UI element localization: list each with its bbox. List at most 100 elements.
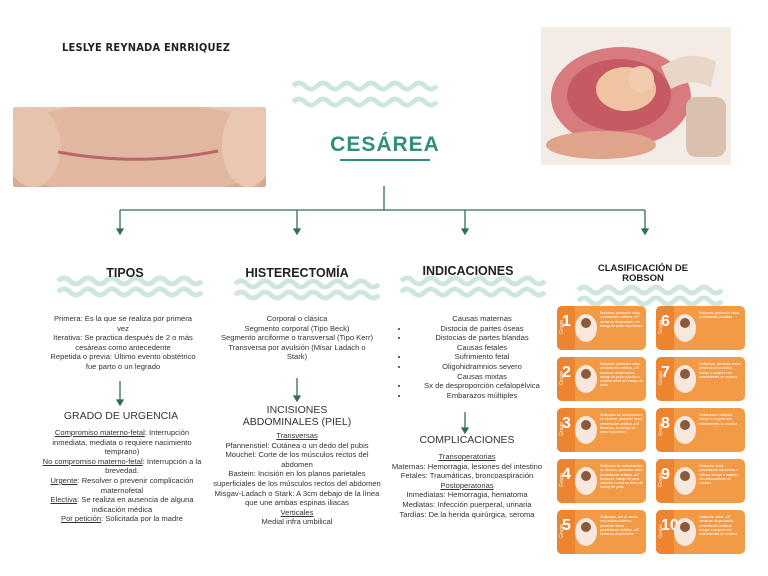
- group-stripe: [656, 408, 674, 452]
- hist-wave-1: [235, 281, 379, 287]
- urgencia-list: Compromiso materno-fetal: Interrupción i…: [42, 428, 202, 524]
- histerectomia-item: Segmento corporal (Tipo Beck): [244, 323, 350, 333]
- robson-wave-1: [578, 287, 722, 293]
- title-wave-2: [293, 99, 437, 105]
- group-label: Grupo: [559, 371, 565, 385]
- incisiones-title: INCISIONES ABDOMINALES (PIEL): [242, 404, 352, 428]
- group-description: Multíparas sin antecedentes de cesárea, …: [600, 413, 644, 435]
- incision-item: Bastein: Incisión en los planos parietal…: [213, 469, 381, 488]
- cesarean-scar-photo: [13, 107, 266, 187]
- scar-illustration: [13, 107, 266, 187]
- group-description: Nulíparas, gestación única, presentación…: [600, 311, 643, 328]
- group-number: 6: [661, 313, 670, 330]
- group-description: Nulíparas, gestación única, presentación…: [699, 311, 740, 320]
- indicacion-item: Oligohidramnios severo: [409, 362, 555, 372]
- pregnant-woman-icon: [575, 518, 597, 546]
- group-stripe: [656, 306, 674, 350]
- indicacion-item: Embarazos múltiples: [409, 391, 555, 401]
- group-number: 5: [562, 517, 571, 534]
- indicacion-group: Causas mixtas: [457, 371, 507, 381]
- incision-item: Pfannenstiel: Cutánea o un dedo del pubi…: [225, 440, 369, 450]
- complicacion-item: Maternas: Hemorragia, lesiones del intes…: [391, 461, 543, 471]
- complicacion-item: Fetales: Traumáticas, broncoaspiración: [400, 471, 534, 481]
- ind-wave-2: [401, 289, 545, 295]
- tipos-item: Iterativa: Se practica después de 2 o má…: [53, 333, 193, 352]
- main-title: CESÁREA: [300, 133, 470, 161]
- indicacion-group: Causas fetales: [456, 342, 508, 352]
- urgencia-title: GRADO DE URGENCIA: [63, 410, 179, 422]
- indicaciones-list: Causas maternas Distocia de partes óseas…: [395, 314, 555, 400]
- pregnant-woman-icon: [575, 467, 597, 495]
- group-description: Multíparas, gestación única, presentació…: [699, 362, 742, 379]
- group-label: Grupo: [559, 320, 565, 334]
- tipos-wave-2: [58, 289, 202, 295]
- incision-item: Misgav-Ladach o Stark: A 3cm debajo de l…: [214, 488, 380, 508]
- pregnant-woman-icon: [575, 365, 597, 393]
- pregnant-woman-icon: [575, 314, 597, 342]
- ind-wave-1: [401, 278, 545, 284]
- histerectomia-title: HISTERECTOMÍA: [245, 266, 349, 280]
- group-number: 1: [562, 313, 571, 330]
- author-name: LESLYE REYNADA ENRRIQUEZ: [62, 41, 231, 54]
- verticales-label: Verticales: [280, 507, 314, 517]
- histerectomia-item: Segmento arciforme o transversal (Tipo K…: [220, 333, 374, 343]
- tipos-title: TIPOS: [106, 266, 144, 280]
- group-description: Gestación única, ≤37 semanas de gestació…: [699, 515, 738, 537]
- group-stripe: [656, 510, 674, 554]
- histerectomia-item: Corporal o clásica: [266, 314, 328, 323]
- group-description: Gestación única, presentación transversa…: [699, 464, 739, 486]
- pregnant-woman-icon: [575, 416, 597, 444]
- robson-title: CLASIFICACIÓN DE ROBSON: [597, 263, 689, 284]
- urgencia-item: No compromiso materno-fetal: Interrupció…: [42, 456, 202, 476]
- pregnant-woman-icon: [674, 314, 696, 342]
- urgencia-item: Por petición: Solicitada por la madre: [61, 514, 183, 524]
- group-stripe: [656, 459, 674, 503]
- group-stripe: [557, 306, 575, 350]
- group-number: 3: [562, 415, 571, 432]
- group-label: Grupo: [658, 473, 664, 487]
- indicacion-group: Causas maternas: [452, 314, 512, 323]
- indicaciones-title: INDICACIONES: [422, 264, 514, 278]
- incision-item: Medial infra umbilical: [261, 517, 333, 527]
- group-label: Grupo: [658, 371, 664, 385]
- group-number: 4: [562, 466, 571, 483]
- tipos-item: Primera: Es la que se realiza por primer…: [53, 314, 192, 333]
- group-description: Multíparas, con al menos una cesárea ant…: [600, 515, 640, 537]
- complicaciones-title: COMPLICACIONES: [419, 434, 515, 446]
- group-label: Grupo: [658, 422, 664, 436]
- group-number: 8: [661, 415, 670, 432]
- title-wave-1: [293, 83, 437, 89]
- group-label: Grupo: [658, 524, 664, 538]
- histerectomia-list: Corporal o clásica Segmento corporal (Ti…: [218, 314, 376, 362]
- pregnant-woman-icon: [674, 416, 696, 444]
- incisiones-list: Transversas Pfannenstiel: Cutánea o un d…: [212, 431, 382, 527]
- group-stripe: [656, 357, 674, 401]
- group-number: 9: [661, 466, 670, 483]
- robson-wave-2: [578, 298, 722, 304]
- indicacion-item: Sufrimiento fetal: [409, 352, 555, 362]
- indicacion-item: Sx de desproporción cefalopélvica: [409, 381, 555, 391]
- pregnant-woman-icon: [674, 518, 696, 546]
- group-label: Grupo: [658, 320, 664, 334]
- incision-item: Mouchel: Corte de los músculos rectos de…: [225, 450, 369, 469]
- complicacion-item: Tardías: De la herida quirúrgica, seroma: [399, 509, 535, 519]
- group-number: 7: [661, 364, 670, 381]
- group-stripe: [557, 510, 575, 554]
- urgencia-item: Compromiso materno-fetal: Interrupción i…: [52, 428, 192, 457]
- group-stripe: [557, 408, 575, 452]
- complicacion-item: Mediatas: Infección puerperal, urinaria: [402, 499, 532, 509]
- main-title-underline: [340, 159, 430, 161]
- tipos-item: Repetida o previa: Último evento obstétr…: [50, 352, 196, 371]
- indicacion-item: Distocia de partes óseas: [409, 324, 555, 334]
- tipos-list: Primera: Es la que se realiza por primer…: [48, 314, 198, 372]
- postoperatorias-label: Postoperatorias: [440, 480, 494, 490]
- complicaciones-list: Transoperatorias Maternas: Hemorragia, l…: [388, 452, 546, 519]
